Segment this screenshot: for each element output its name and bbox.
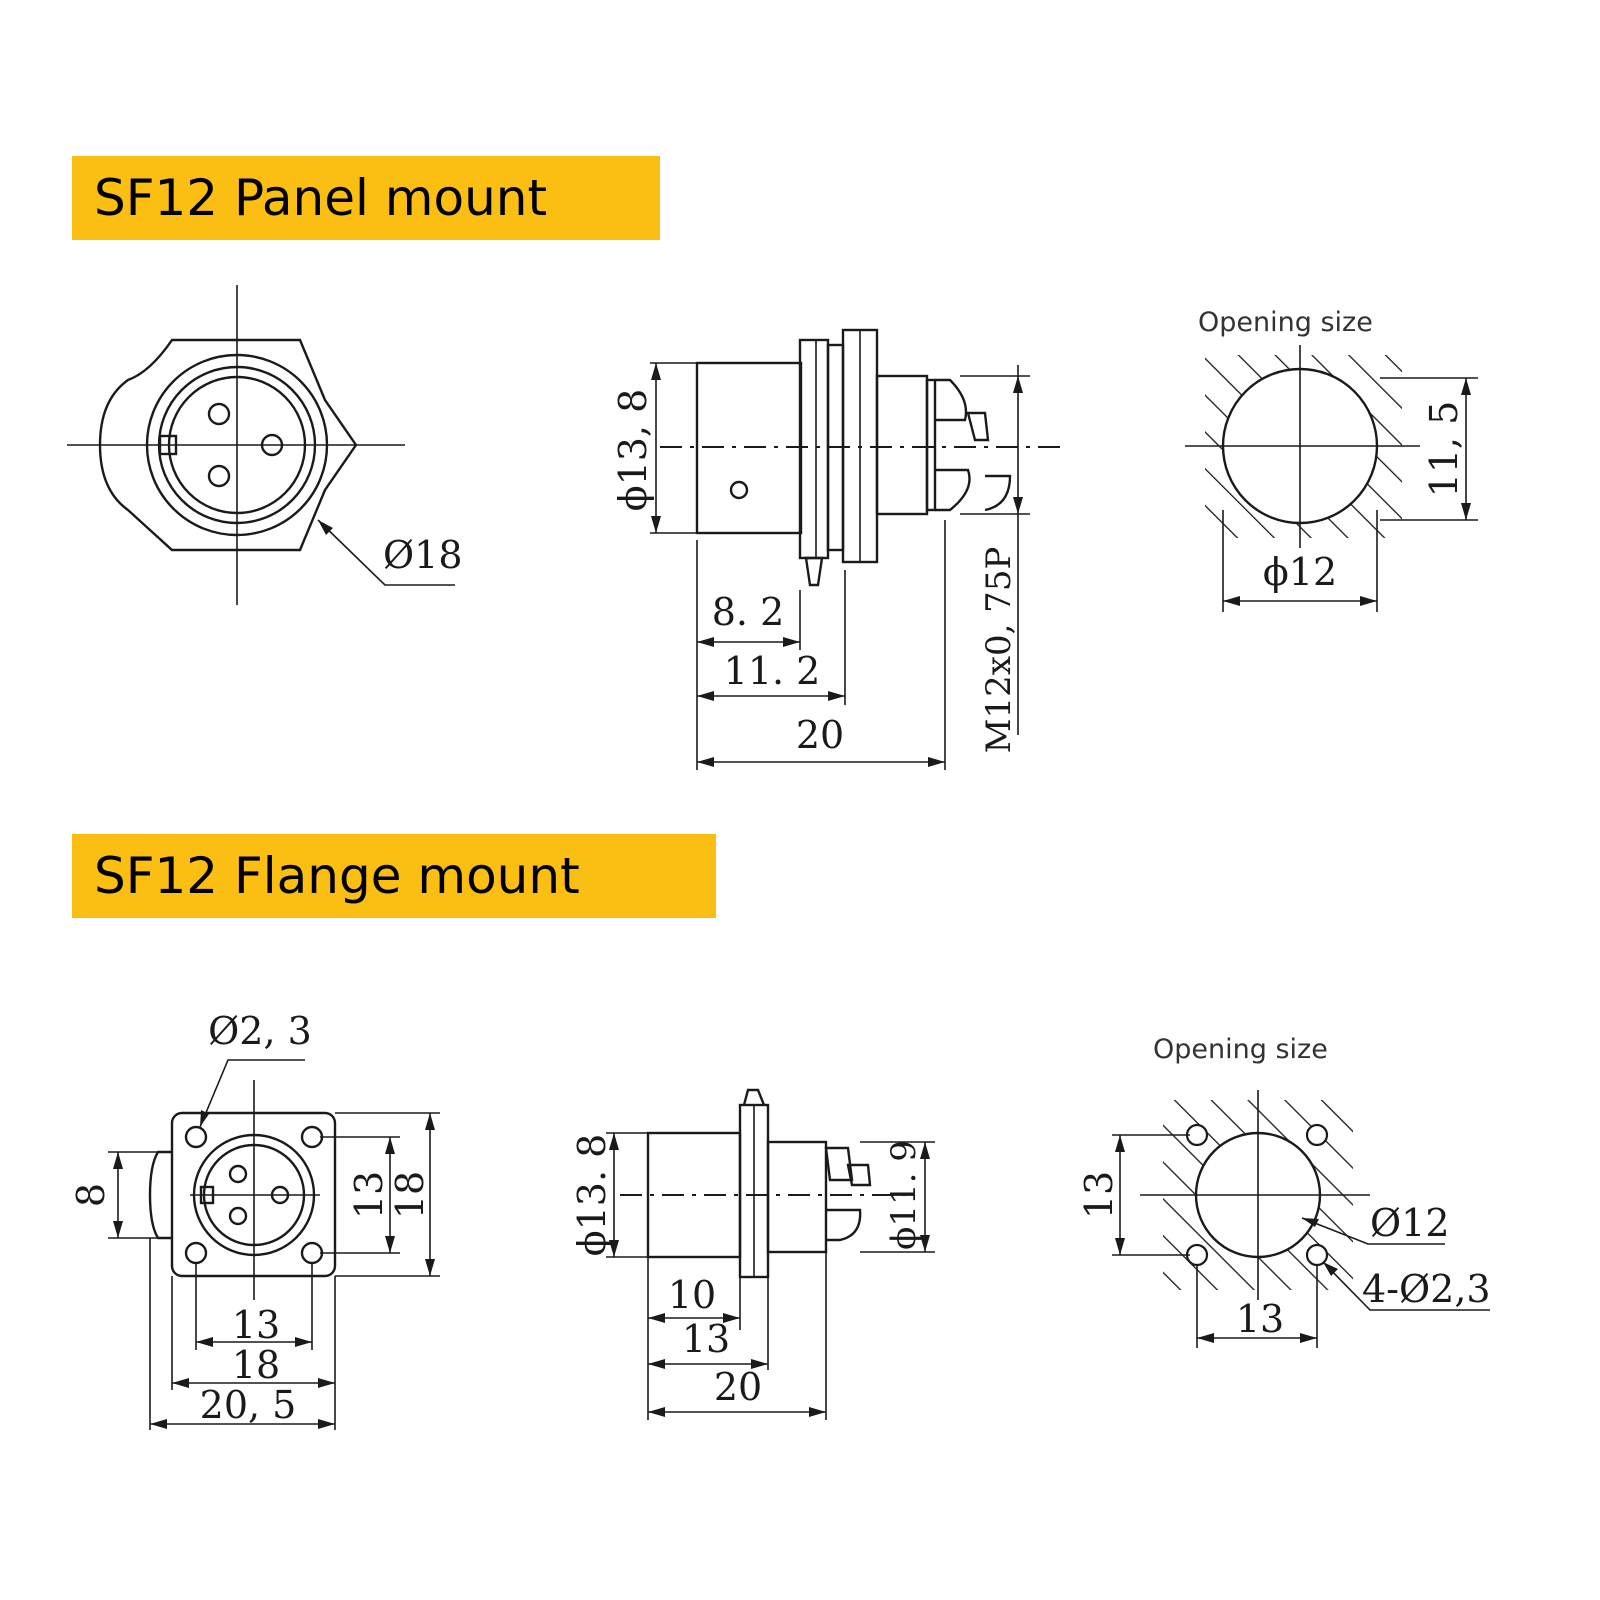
flange-opening-dia-label: Ø12 (1370, 1201, 1450, 1245)
flange-hole-spacing-v-label: 13 (347, 1171, 391, 1219)
panel-opening-title: Opening size (1198, 307, 1373, 338)
panel-len-b-label: 11. 2 (724, 649, 821, 693)
flange-total-width-label: 20, 5 (200, 1383, 297, 1427)
flange-side-dia-label: ϕ13. 8 (570, 1134, 614, 1257)
panel-mount-banner: SF12 Panel mount (72, 156, 660, 240)
flange-opening-spacing-h-label: 13 (1236, 1297, 1284, 1341)
flange-len-b-label: 13 (682, 1317, 730, 1361)
panel-len-a-label: 8. 2 (712, 590, 785, 634)
flange-width-label: 18 (232, 1343, 280, 1387)
flange-len-total-label: 20 (714, 1365, 762, 1409)
flange-hole-dia-label: Ø2, 3 (208, 1009, 312, 1053)
flange-opening-holes-label: 4-Ø2,3 (1362, 1267, 1491, 1311)
panel-thread-label: M12x0, 75P (979, 547, 1019, 754)
flange-side-view (606, 1088, 935, 1420)
flange-side-dia-small-label: ϕ11. 9 (884, 1140, 924, 1250)
panel-opening-view (1185, 345, 1478, 612)
panel-front-dia-label: Ø18 (383, 533, 463, 577)
panel-side-dia-label: ϕ13, 8 (611, 389, 655, 512)
flange-len-a-label: 10 (668, 1273, 716, 1317)
flange-opening-title: Opening size (1153, 1034, 1328, 1065)
panel-len-total-label: 20 (796, 713, 844, 757)
flange-opening-spacing-v-label: 13 (1077, 1171, 1121, 1219)
flange-opening-view (1112, 1090, 1490, 1348)
panel-side-view (650, 328, 1060, 770)
flange-left-height-label: 8 (69, 1183, 113, 1207)
flange-hole-spacing-h-label: 13 (232, 1303, 280, 1347)
flange-height-label: 18 (388, 1171, 432, 1219)
panel-opening-height-label: 11, 5 (1422, 401, 1466, 498)
flange-mount-banner: SF12 Flange mount (72, 834, 716, 918)
panel-front-view (67, 285, 455, 605)
panel-opening-dia-label: ϕ12 (1263, 550, 1337, 594)
flange-front-view (108, 1059, 440, 1430)
